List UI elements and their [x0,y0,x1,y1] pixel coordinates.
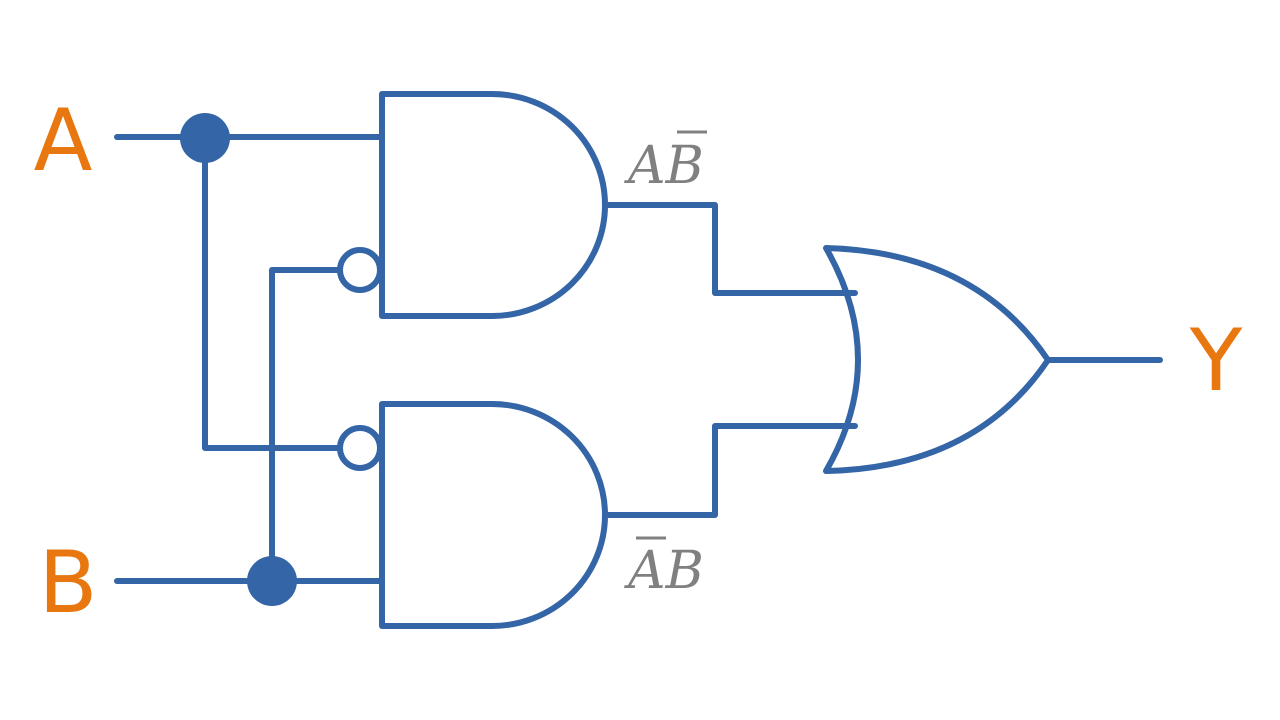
inverter-bubble-top [337,247,383,293]
svg-text:AB: AB [624,136,704,196]
svg-text:AB: AB [624,541,704,601]
input-b-label: B [39,533,98,633]
and-gate-top [379,91,608,319]
term-not-a-b: AB [624,536,704,601]
or-gate [823,245,1051,474]
wire-gate2-to-or [602,423,858,518]
term-top-a: A [624,136,666,196]
junction-dot-b [247,556,297,606]
and-gate-bottom [379,401,608,629]
inverter-bubble-bottom [337,425,383,471]
term-bottom-b: B [665,541,704,601]
input-a-label: A [34,91,93,191]
junction-dot-a [180,113,230,163]
output-y-label: Y [1189,311,1243,411]
term-top-b: B [665,136,704,196]
term-a-not-b: AB [624,130,707,196]
wire-b-to-gate1 [269,267,341,584]
wire-a-to-gate2 [202,134,341,451]
term-bottom-a: A [624,541,666,601]
wire-gate1-to-or [602,202,858,296]
